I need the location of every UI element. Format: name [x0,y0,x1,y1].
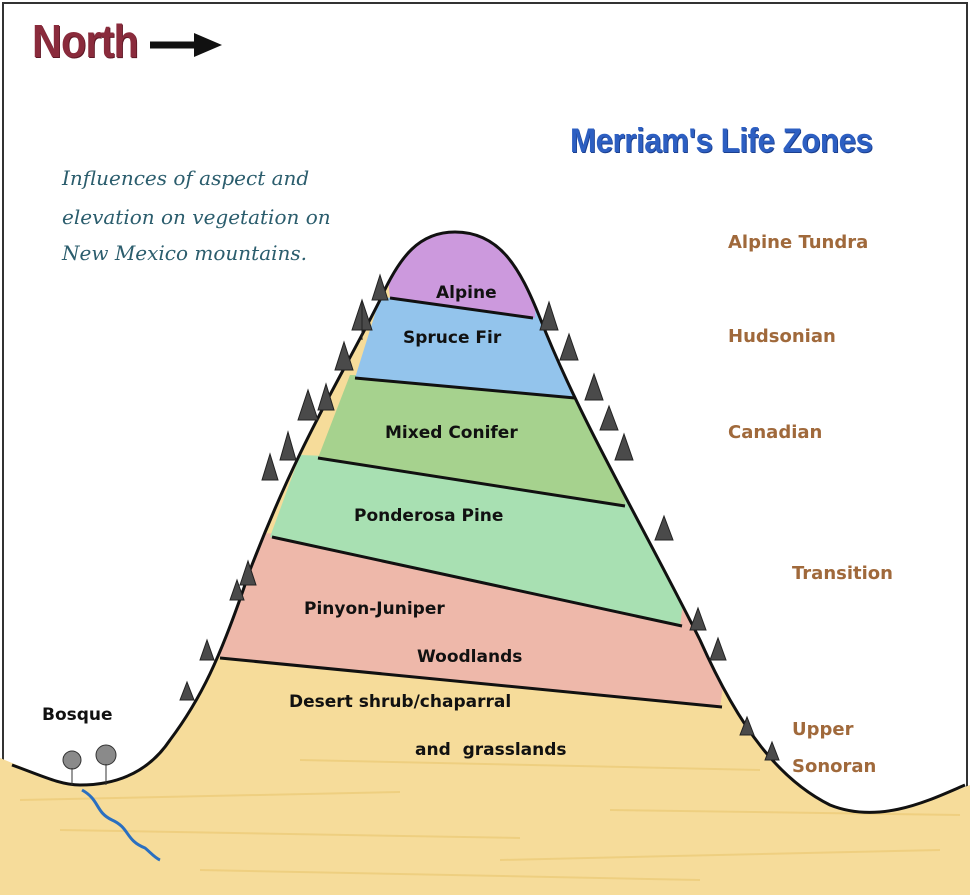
zone-label-pinyon-juniper: Pinyon-Juniper [304,599,445,619]
caption-line-3: New Mexico mountains. [62,241,308,265]
life-zone-sonoran: Sonoran [792,756,877,777]
tree-sketches [179,273,780,761]
life-zone-upper: Upper [792,719,854,740]
life-zone-hudsonian: Hudsonian [728,326,836,347]
diagram-title: Merriam's Life Zones [570,122,873,160]
river [81,788,161,862]
mixed-conifer-band [318,375,625,506]
desert-texture [19,759,961,881]
zone-boundaries [219,296,723,709]
bosque-trees [62,744,117,785]
life-zone-transition: Transition [792,563,893,584]
life-zone-canadian: Canadian [728,422,823,443]
bosque-label: Bosque [42,705,113,725]
zone-label-woodlands: Woodlands [417,647,523,667]
zone-label-ponderosa-pine: Ponderosa Pine [354,506,504,526]
zone-label-desert-shrub: Desert shrub/chaparral [289,692,512,712]
zone-label-mixed-conifer: Mixed Conifer [385,423,518,443]
zone-label-alpine: Alpine [436,283,497,303]
north-label: North [32,15,139,67]
zone-label-spruce-fir: Spruce Fir [403,328,502,348]
life-zone-alpine-tundra: Alpine Tundra [728,232,869,253]
caption-line-2: elevation on vegetation on [62,205,331,229]
arrow-right-icon [150,33,222,57]
mountain-outline [11,230,966,814]
caption-line-1: Influences of aspect and [62,166,310,190]
zone-label-grasslands: and grasslands [415,740,567,760]
alpine-band [380,232,540,318]
